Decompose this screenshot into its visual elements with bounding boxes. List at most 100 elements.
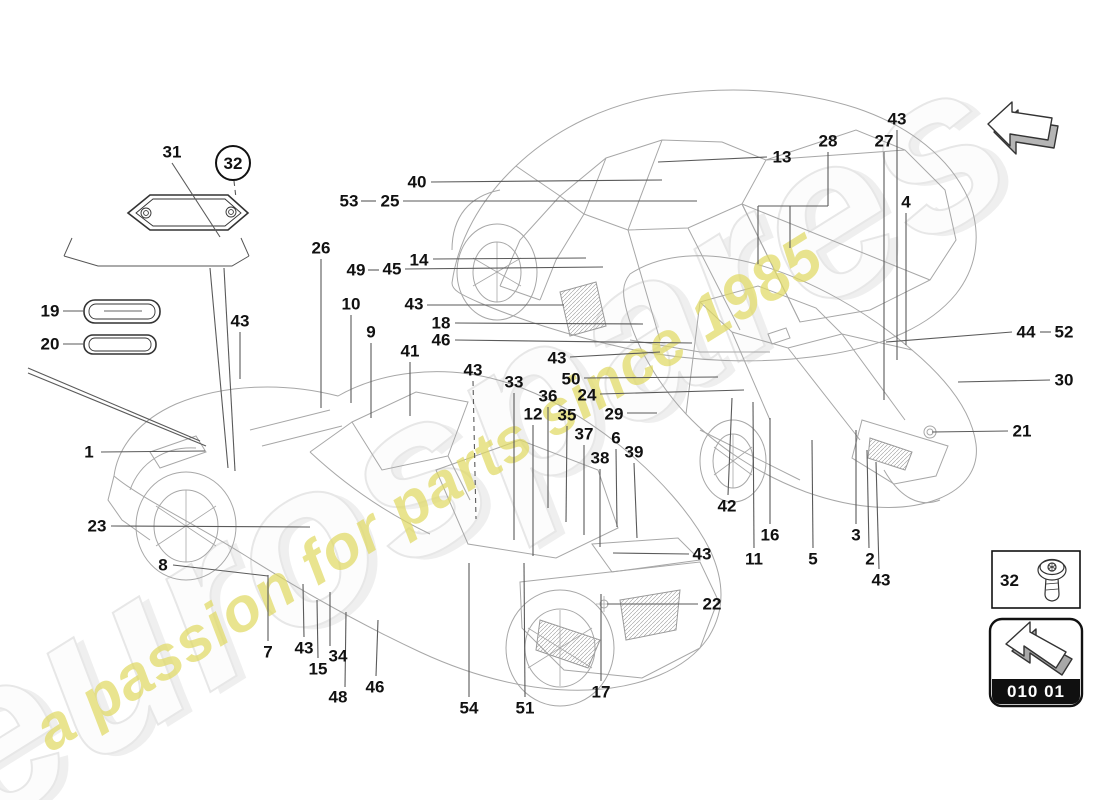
callout-43[interactable]: 43 — [692, 544, 712, 564]
plate-mounting-bracket — [63, 237, 250, 267]
callout-7[interactable]: 7 — [263, 642, 273, 662]
callout-13[interactable]: 13 — [772, 147, 792, 167]
badge-20[interactable] — [83, 334, 157, 355]
callout-14[interactable]: 14 — [409, 250, 429, 270]
callout-45[interactable]: 45 — [382, 259, 402, 279]
callout-52[interactable]: 52 — [1054, 322, 1074, 342]
leader-line — [657, 156, 768, 163]
leader-line — [633, 462, 638, 539]
callout-6[interactable]: 6 — [611, 428, 621, 448]
callout-49[interactable]: 49 — [346, 260, 366, 280]
type-plate-31[interactable] — [126, 194, 250, 231]
leader-line — [454, 339, 693, 344]
callout-1[interactable]: 1 — [84, 442, 94, 462]
callout-46[interactable]: 46 — [431, 330, 451, 350]
leader-line — [223, 267, 236, 472]
torx-rivet-icon — [1037, 558, 1067, 602]
leader-line — [110, 525, 311, 528]
car-top-rear-view — [451, 89, 977, 362]
callout-51[interactable]: 51 — [515, 698, 535, 718]
fastener-box[interactable] — [991, 550, 1081, 609]
callout-26[interactable]: 26 — [311, 238, 331, 258]
callout-41[interactable]: 41 — [400, 341, 420, 361]
callout-43[interactable]: 43 — [887, 109, 907, 129]
leader-line — [866, 449, 870, 549]
callout-16[interactable]: 16 — [760, 525, 780, 545]
callout-32[interactable]: 32 — [215, 145, 251, 181]
leader-line — [454, 322, 644, 325]
callout-43[interactable]: 43 — [547, 348, 567, 368]
leader-line — [233, 180, 237, 199]
badge-19[interactable] — [83, 299, 161, 324]
leader-line — [375, 619, 379, 677]
callout-18[interactable]: 18 — [431, 313, 451, 333]
callout-31[interactable]: 31 — [162, 142, 182, 162]
callout-54[interactable]: 54 — [459, 698, 479, 718]
callout-53[interactable]: 53 — [339, 191, 359, 211]
callout-33[interactable]: 33 — [504, 372, 524, 392]
callout-44[interactable]: 44 — [1016, 322, 1036, 342]
leader-line — [612, 552, 690, 555]
leader-line — [27, 372, 207, 447]
leader-line — [727, 397, 733, 496]
leader-line — [599, 389, 745, 395]
callout-4[interactable]: 4 — [901, 192, 911, 212]
nav-arrow-icon — [1005, 621, 1073, 676]
leader-line — [472, 380, 477, 520]
callout-19[interactable]: 19 — [40, 301, 60, 321]
leader-line — [752, 401, 755, 549]
leader-line — [27, 367, 201, 442]
callout-20[interactable]: 20 — [40, 334, 60, 354]
callout-50[interactable]: 50 — [561, 369, 581, 389]
callout-43[interactable]: 43 — [463, 360, 483, 380]
callout-8[interactable]: 8 — [158, 555, 168, 575]
callout-39[interactable]: 39 — [624, 442, 644, 462]
callout-48[interactable]: 48 — [328, 687, 348, 707]
page-code-label[interactable]: 010 01 — [992, 679, 1080, 704]
callout-46[interactable]: 46 — [365, 677, 385, 697]
leader-line — [302, 583, 305, 638]
callout-17[interactable]: 17 — [591, 682, 611, 702]
leader-line — [100, 450, 206, 453]
callout-43[interactable]: 43 — [294, 638, 314, 658]
callout-10[interactable]: 10 — [341, 294, 361, 314]
leader-line — [523, 562, 526, 698]
callout-42[interactable]: 42 — [717, 496, 737, 516]
callout-38[interactable]: 38 — [590, 448, 610, 468]
leader-line — [565, 425, 568, 523]
callout-15[interactable]: 15 — [308, 659, 328, 679]
leader-line — [430, 179, 663, 183]
callout-34[interactable]: 34 — [328, 646, 348, 666]
callout-43[interactable]: 43 — [871, 570, 891, 590]
callout-3[interactable]: 3 — [851, 525, 861, 545]
callout-2[interactable]: 2 — [865, 549, 875, 569]
callout-11[interactable]: 11 — [745, 549, 763, 569]
callout-23[interactable]: 23 — [87, 516, 107, 536]
callout-25[interactable]: 25 — [380, 191, 400, 211]
callout-36[interactable]: 36 — [538, 386, 558, 406]
leader-line — [957, 379, 1051, 383]
callout-43[interactable]: 43 — [404, 294, 424, 314]
leader-line — [432, 257, 587, 260]
callout-9[interactable]: 9 — [366, 322, 376, 342]
callout-24[interactable]: 24 — [577, 385, 597, 405]
callout-35[interactable]: 35 — [557, 405, 577, 425]
callout-40[interactable]: 40 — [407, 172, 427, 192]
callout-27[interactable]: 27 — [874, 131, 894, 151]
leader-line — [172, 564, 269, 577]
callout-5[interactable]: 5 — [808, 549, 818, 569]
fastener-box-label: 32 — [1000, 571, 1019, 590]
callout-37[interactable]: 37 — [574, 424, 594, 444]
callout-30[interactable]: 30 — [1054, 370, 1074, 390]
leader-line — [811, 439, 814, 549]
callout-22[interactable]: 22 — [702, 594, 722, 614]
callout-29[interactable]: 29 — [604, 404, 624, 424]
leader-line — [875, 461, 880, 570]
callout-12[interactable]: 12 — [523, 404, 543, 424]
callout-28[interactable]: 28 — [818, 131, 838, 151]
callout-43[interactable]: 43 — [230, 311, 250, 331]
callout-21[interactable]: 21 — [1012, 421, 1032, 441]
